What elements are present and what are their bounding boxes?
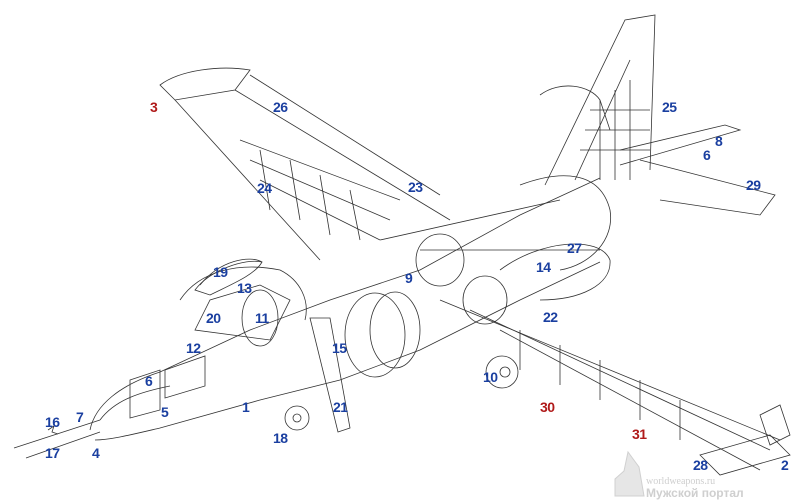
pitot-probes xyxy=(13,419,101,459)
callout-11: 11 xyxy=(255,310,269,326)
callout-2: 2 xyxy=(781,457,789,473)
callout-16: 16 xyxy=(45,414,60,430)
landing-gear xyxy=(284,317,519,433)
callout-13: 13 xyxy=(237,280,252,296)
callout-10: 10 xyxy=(483,369,498,385)
callout-5: 5 xyxy=(161,404,169,420)
callout-15: 15 xyxy=(332,340,347,356)
tailplane xyxy=(539,85,776,216)
callout-30: 30 xyxy=(540,399,555,415)
callout-29: 29 xyxy=(746,177,761,193)
callout-14: 14 xyxy=(536,259,551,275)
fuselage xyxy=(89,175,612,441)
callout-6-tail: 6 xyxy=(703,147,711,163)
canopy xyxy=(194,260,263,296)
callout-22: 22 xyxy=(543,309,558,325)
callout-4: 4 xyxy=(92,445,100,461)
watermark-logo-icon xyxy=(614,450,645,497)
callout-25: 25 xyxy=(662,99,677,115)
callout-6-nose: 6 xyxy=(145,373,153,389)
callout-8: 8 xyxy=(715,133,723,149)
callout-7: 7 xyxy=(76,409,84,425)
callout-1: 1 xyxy=(242,399,250,415)
callout-17: 17 xyxy=(45,445,60,461)
callout-26: 26 xyxy=(273,99,288,115)
right-wing xyxy=(439,299,791,476)
callout-31: 31 xyxy=(632,426,647,442)
callout-9: 9 xyxy=(405,270,413,286)
watermark-tagline: Мужской портал xyxy=(646,486,744,500)
callout-12: 12 xyxy=(186,340,201,356)
callout-19: 19 xyxy=(213,264,228,280)
callout-20: 20 xyxy=(206,310,221,326)
callout-27: 27 xyxy=(567,240,582,256)
callout-21: 21 xyxy=(333,399,348,415)
watermark-site: worldweapons.ru xyxy=(646,476,716,487)
callout-18: 18 xyxy=(273,430,288,446)
tail-fin xyxy=(544,14,656,186)
callout-24: 24 xyxy=(257,180,272,196)
left-wing xyxy=(159,67,451,261)
callout-3: 3 xyxy=(150,99,158,115)
callout-23: 23 xyxy=(408,179,423,195)
callout-28: 28 xyxy=(693,457,708,473)
